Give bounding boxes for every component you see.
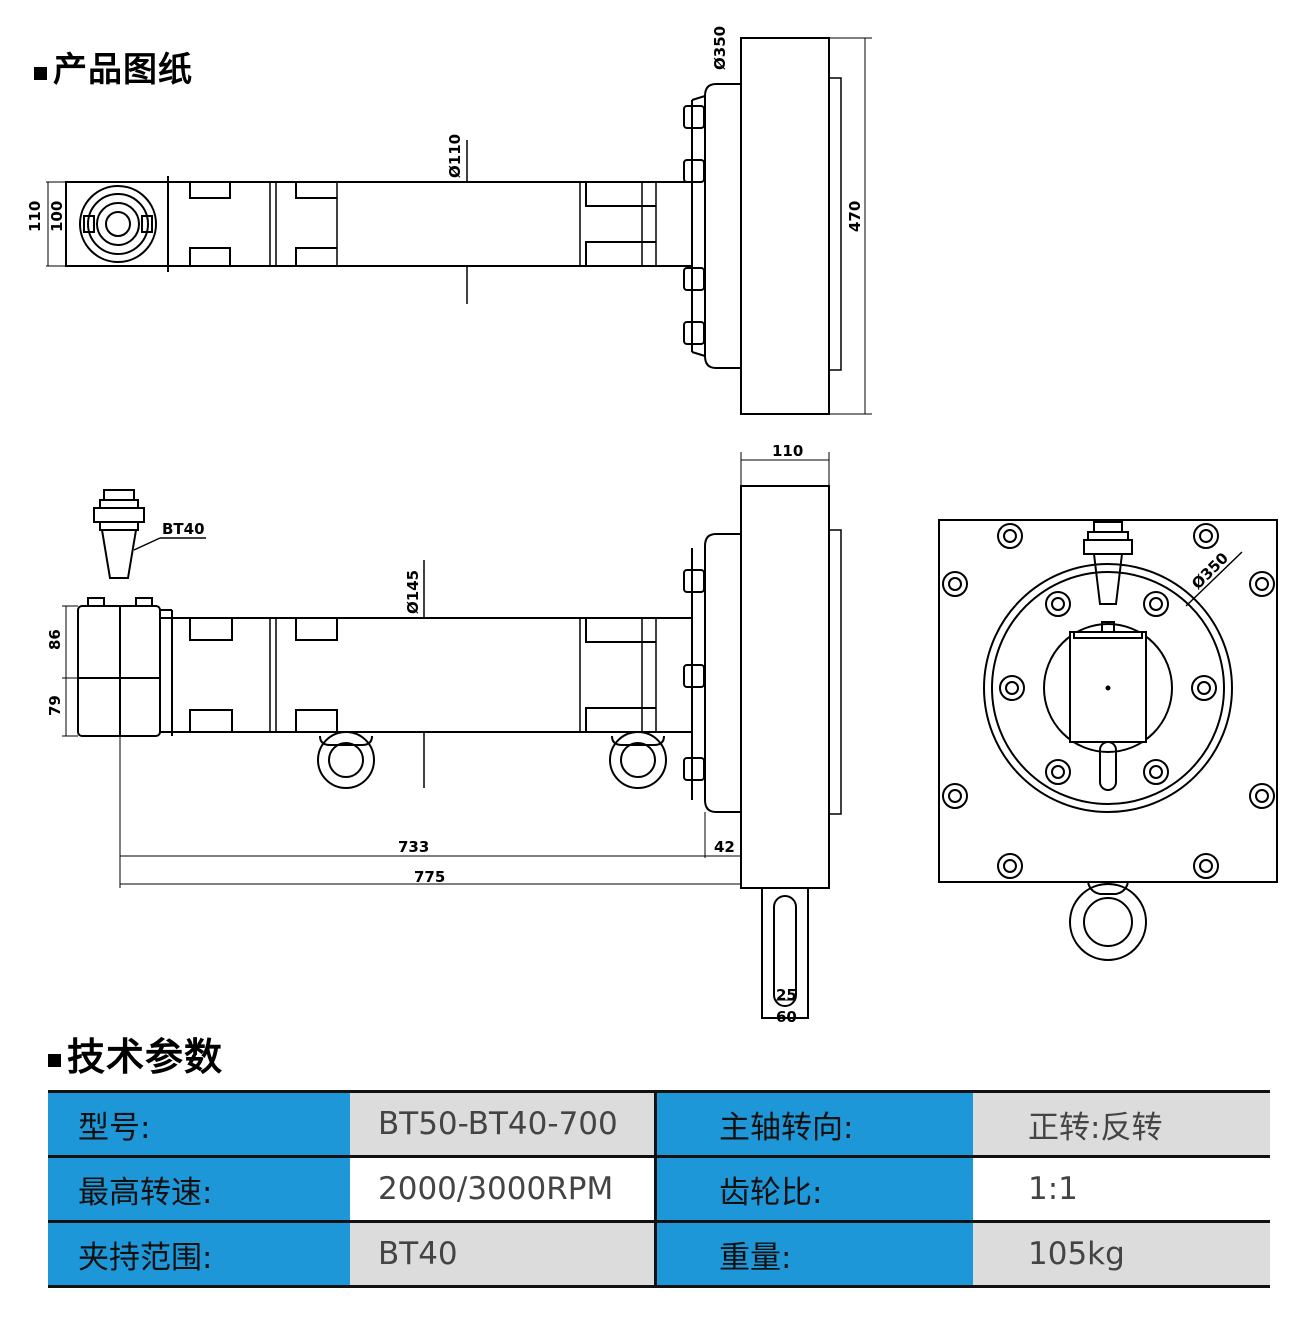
spec-value: 1:1 — [973, 1156, 1270, 1223]
spec-table: 型号: BT50-BT40-700 主轴转向: 正转:反转 最高转速: 2000… — [48, 1090, 1270, 1288]
technical-drawing: Ø350 Ø110 470 110 100 BT40 Ø145 86 79 73… — [26, 26, 1278, 1026]
spec-row: 夹持范围: BT40 重量: 105kg — [48, 1221, 1270, 1288]
dim-d110: Ø110 — [446, 134, 464, 178]
dim-d145: Ø145 — [404, 570, 422, 614]
params-section-title: 技术参数 — [48, 1026, 223, 1081]
dim-d350-top: Ø350 — [711, 26, 729, 70]
spec-label: 夹持范围: — [48, 1221, 350, 1288]
dim-470: 470 — [846, 201, 864, 232]
label-bt40: BT40 — [162, 520, 205, 538]
dim-d350-front: Ø350 — [1188, 549, 1232, 593]
spec-value: BT40 — [350, 1221, 656, 1288]
drawing-section-title: 产品图纸 — [34, 42, 193, 91]
bt40-toolholder — [93, 489, 206, 579]
spec-label: 齿轮比: — [654, 1156, 973, 1223]
flange-bolts-top — [683, 105, 705, 345]
dim-86: 86 — [46, 629, 64, 650]
dim-79: 79 — [46, 695, 64, 716]
params-title-text: 技术参数 — [67, 1035, 224, 1079]
side-view — [62, 452, 842, 1019]
section-bullet — [48, 1054, 61, 1067]
dim-60: 60 — [776, 1008, 797, 1026]
dim-110-top: 110 — [26, 201, 44, 232]
side-flange — [740, 485, 830, 889]
top-view — [46, 37, 872, 415]
spec-value: 2000/3000RPM — [350, 1156, 656, 1223]
dim-100-top: 100 — [48, 201, 66, 232]
dim-42: 42 — [714, 838, 735, 856]
flange-bolts-side — [683, 569, 705, 781]
spec-row: 型号: BT50-BT40-700 主轴转向: 正转:反转 — [48, 1090, 1270, 1158]
spec-label: 型号: — [48, 1090, 350, 1158]
spec-label: 主轴转向: — [654, 1090, 973, 1158]
spec-label: 重量: — [654, 1221, 973, 1288]
dim-733: 733 — [398, 838, 429, 856]
drawing-title-text: 产品图纸 — [53, 50, 193, 90]
spec-row: 最高转速: 2000/3000RPM 齿轮比: 1:1 — [48, 1156, 1270, 1223]
lifting-rings-side — [317, 731, 667, 789]
spec-value: 105kg — [973, 1221, 1270, 1288]
flange-bolt-circle — [999, 591, 1217, 785]
section-bullet — [34, 67, 47, 80]
spec-value: 正转:反转 — [973, 1090, 1270, 1158]
corner-holes — [942, 523, 1275, 879]
dim-110-mid: 110 — [772, 442, 803, 460]
front-view — [938, 519, 1278, 961]
spec-label: 最高转速: — [48, 1156, 350, 1223]
dim-775: 775 — [414, 868, 445, 886]
spec-value: BT50-BT40-700 — [350, 1090, 656, 1158]
front-plate — [938, 519, 1278, 883]
dim-25: 25 — [776, 986, 797, 1004]
top-flange — [740, 37, 830, 415]
